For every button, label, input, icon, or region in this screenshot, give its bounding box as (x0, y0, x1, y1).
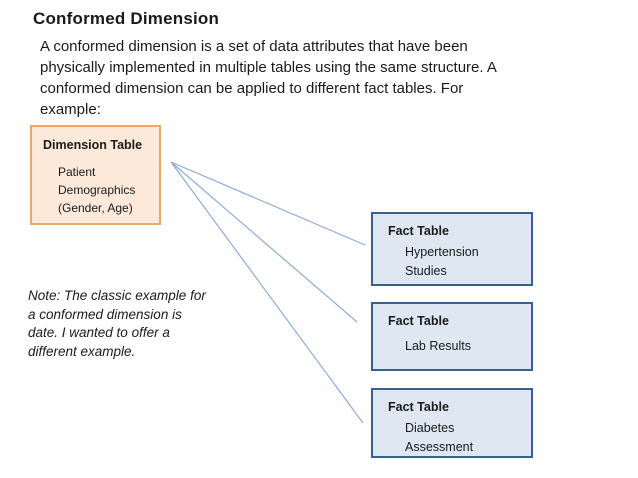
note-text: Note: The classic example for a conforme… (28, 288, 206, 359)
dimension-table-box: Dimension Table Patient Demographics (Ge… (30, 125, 161, 225)
slide-title: Conformed Dimension (33, 9, 220, 28)
fact-table-body: Lab Results (405, 339, 472, 353)
fact-table-title: Fact Table (388, 314, 449, 328)
fact-table-body: Hypertension Studies (405, 245, 479, 278)
dimension-table-title: Dimension Table (43, 138, 143, 152)
fact-table-box-hypertension: Fact Table Hypertension Studies (371, 212, 533, 286)
intro-paragraph: A conformed dimension is a set of data a… (40, 38, 497, 118)
fact-table-title: Fact Table (388, 400, 449, 414)
fact-table-box-lab-results: Fact Table Lab Results (371, 302, 533, 371)
fact-table-box-diabetes: Fact Table Diabetes Assessment (371, 388, 533, 458)
connector-line-hypertension (170, 161, 366, 246)
fact-table-title: Fact Table (388, 224, 449, 238)
dimension-table-body: Patient Demographics (Gender, Age) (58, 165, 136, 215)
fact-table-body: Diabetes Assessment (405, 421, 474, 454)
